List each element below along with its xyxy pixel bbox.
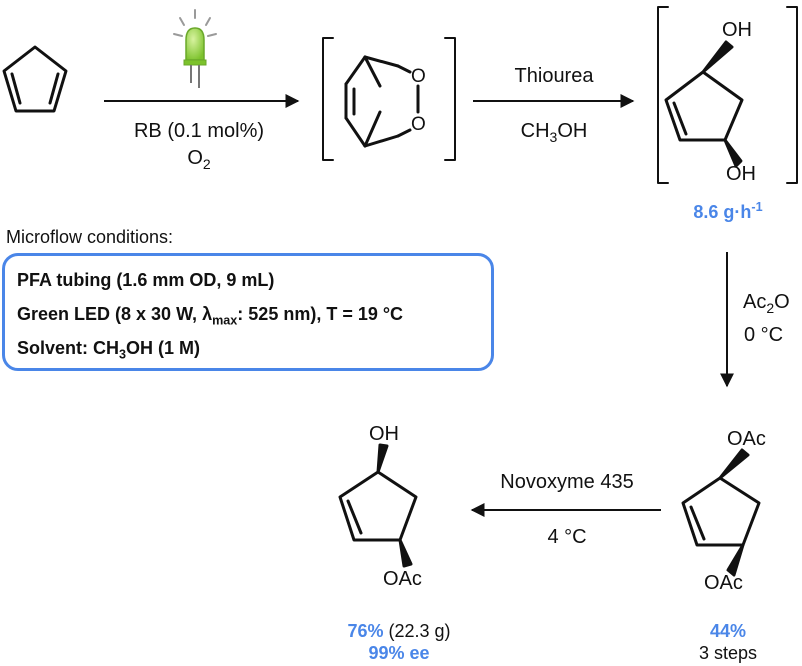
peroxide-o-bottom-label: O	[411, 114, 426, 135]
step2-reagent-label: Thiourea	[514, 65, 594, 87]
monoacetate-yield-label: 76% (22.3 g)	[347, 621, 451, 641]
step1-gas-label: O2	[187, 147, 211, 172]
monoacetate-oac-label: OAc	[383, 568, 422, 590]
monoacetate-structure	[338, 443, 418, 568]
monoacetate-oh-label: OH	[369, 423, 399, 445]
diacetate-steps-label: 3 steps	[698, 643, 758, 663]
monoacetate-ee-label: 99% ee	[368, 643, 430, 663]
step3-reagent-label: Ac2O	[743, 291, 790, 316]
diol-oh-bottom-label: OH	[726, 163, 756, 185]
diol-structure	[664, 40, 744, 168]
step2-solvent-label: CH3OH	[520, 120, 588, 145]
endoperoxide-brackets	[322, 37, 456, 161]
cyclopentadiene-structure	[2, 45, 68, 113]
diol-brackets	[657, 6, 798, 184]
step4-enzyme-label: Novoxyme 435	[500, 471, 634, 493]
diol-rate-label: 8.6 g·h-1	[693, 200, 763, 222]
conditions-heading: Microflow conditions:	[6, 227, 174, 247]
step4-temp-label: 4 °C	[547, 526, 587, 548]
green-led-icon	[173, 9, 217, 88]
conditions-line-2: Green LED (8 x 30 W, λmax: 525 nm), T = …	[17, 304, 404, 328]
conditions-line-3: Solvent: CH3OH (1 M)	[17, 338, 201, 362]
conditions-box	[2, 253, 494, 371]
diacetate-oac-top-label: OAc	[727, 428, 766, 450]
diacetate-oac-bottom-label: OAc	[704, 572, 743, 594]
diacetate-structure	[681, 448, 761, 577]
step3-temp-label: 0 °C	[744, 324, 784, 346]
conditions-line-1: PFA tubing (1.6 mm OD, 9 mL)	[17, 270, 275, 290]
step1-reagent-label: RB (0.1 mol%)	[133, 120, 265, 142]
diol-oh-top-label: OH	[722, 19, 752, 41]
peroxide-o-top-label: O	[411, 66, 426, 87]
diacetate-yield-label: 44%	[709, 621, 747, 641]
endoperoxide-structure	[344, 55, 420, 148]
